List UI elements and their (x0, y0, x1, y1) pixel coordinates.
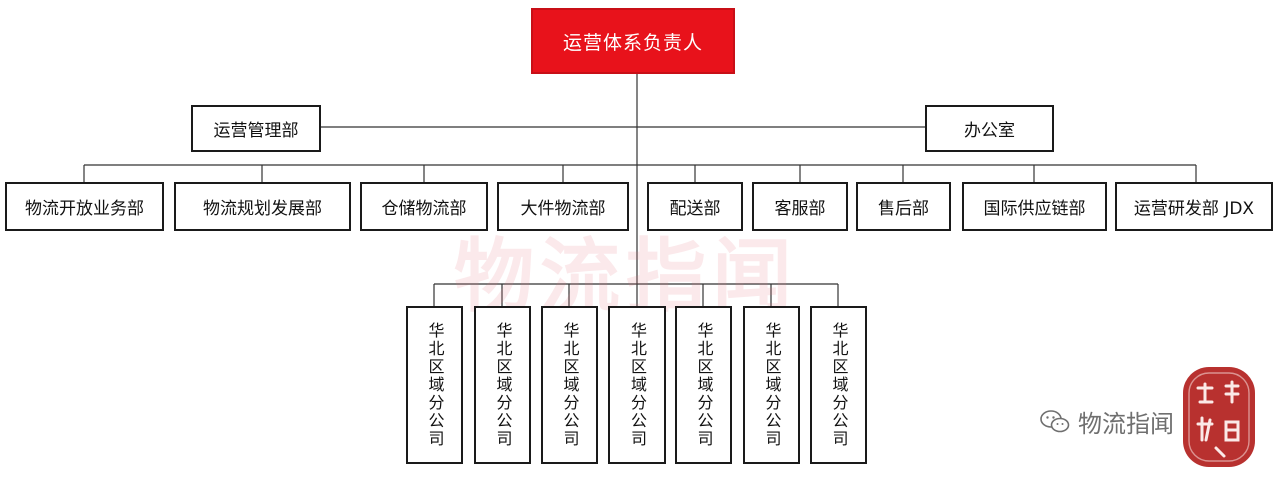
department-node: 物流开放业务部 (5, 182, 164, 231)
seal-stamp-icon (1183, 367, 1255, 467)
department-node: 大件物流部 (497, 182, 629, 231)
department-node: 仓储物流部 (360, 182, 488, 231)
branch-node: 华北区域分公司 (810, 306, 867, 464)
side-node-ops-management: 运营管理部 (191, 105, 321, 152)
branch-node: 华北区域分公司 (743, 306, 800, 464)
branch-node: 华北区域分公司 (474, 306, 531, 464)
wechat-icon (1040, 409, 1070, 432)
branch-node: 华北区域分公司 (406, 306, 463, 464)
department-node: 运营研发部 JDX (1115, 182, 1273, 231)
wechat-label: 物流指闻 (1078, 410, 1174, 438)
department-node: 售后部 (856, 182, 951, 231)
side-node-office: 办公室 (925, 105, 1054, 152)
department-node: 国际供应链部 (962, 182, 1107, 231)
head-node: 运营体系负责人 (531, 8, 735, 74)
department-node: 配送部 (647, 182, 743, 231)
branch-node: 华北区域分公司 (541, 306, 598, 464)
department-node: 物流规划发展部 (174, 182, 351, 231)
branch-node: 华北区域分公司 (675, 306, 732, 464)
department-node: 客服部 (752, 182, 848, 231)
branch-node: 华北区域分公司 (608, 306, 666, 464)
wechat-account-tag: 物流指闻 (1040, 404, 1174, 439)
